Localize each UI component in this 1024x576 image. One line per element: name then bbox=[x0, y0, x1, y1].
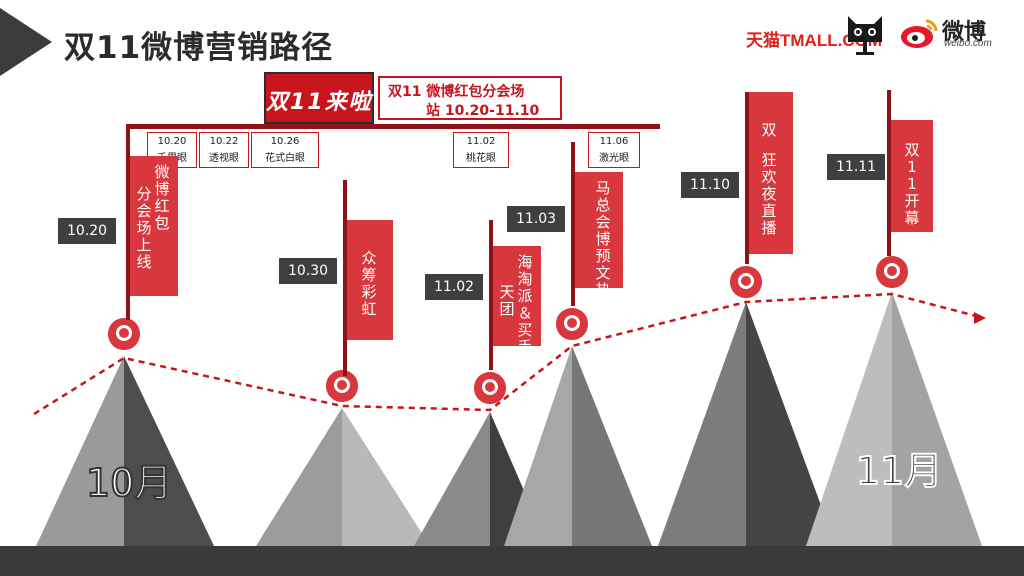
mountain-2-left bbox=[256, 408, 342, 546]
milestone-pole bbox=[126, 124, 130, 320]
sub-event-box: 10.26 花式白眼 bbox=[251, 132, 319, 168]
milestone-date-tag: 10.30 bbox=[279, 258, 338, 284]
trend-arrowhead bbox=[974, 312, 986, 324]
weibo-eye-icon bbox=[901, 19, 938, 48]
banner-line-1: 双11 微博红包分会场 bbox=[388, 84, 525, 100]
banner-line-2: 站 10.20-11.10 bbox=[426, 103, 540, 119]
flag-text-col2: 分会场上线 bbox=[136, 185, 152, 271]
sub-event-date: 11.06 bbox=[599, 136, 629, 147]
location-pin-icon bbox=[326, 370, 358, 402]
mountain-2-right bbox=[342, 408, 430, 546]
milestone-pole bbox=[571, 142, 575, 306]
milestone-pole bbox=[489, 220, 493, 370]
title-arrow-icon bbox=[0, 8, 52, 76]
sub-event-name: 透视眼 bbox=[209, 153, 239, 164]
milestone-date-tag: 11.02 bbox=[425, 274, 484, 300]
flag-text-col2: 天团 bbox=[499, 283, 515, 318]
mountain-1-left bbox=[36, 356, 124, 546]
sub-event-name: 激光眼 bbox=[599, 153, 629, 164]
flag-text-col1: 马总会博预文热 bbox=[595, 179, 611, 299]
milestone-date-tag: 11.03 bbox=[507, 206, 566, 232]
flag-text-col1: 海淘派＆买手 bbox=[517, 253, 533, 356]
milestone-flag: 双11开幕 bbox=[891, 120, 933, 232]
mountain-4-right bbox=[572, 346, 652, 546]
location-pin-icon bbox=[556, 308, 588, 340]
mountain-6-right bbox=[892, 292, 982, 546]
mountain-6-left bbox=[806, 292, 892, 546]
trend-path bbox=[33, 292, 977, 416]
sub-event-name: 桃花眼 bbox=[466, 153, 496, 164]
flag-text-col1: 双11开幕 bbox=[904, 141, 920, 227]
milestone-pole bbox=[343, 180, 347, 376]
milestone-flag: 马总会博预文热 bbox=[575, 172, 623, 299]
sub-event-name: 花式白眼 bbox=[265, 153, 305, 164]
sub-event-date: 10.22 bbox=[209, 136, 239, 147]
milestone-date-tag: 11.10 bbox=[681, 172, 740, 198]
sub-event-date: 10.20 bbox=[157, 136, 187, 147]
double11-badge: 双11来啦 bbox=[264, 72, 374, 124]
flag-text-col2: 狂欢夜直播 bbox=[761, 151, 777, 237]
mountain-1-right bbox=[124, 356, 214, 546]
milestone-date-tag: 10.20 bbox=[58, 218, 117, 244]
milestone-flag: 双 狂欢夜直播 bbox=[749, 92, 793, 254]
location-pin-icon bbox=[108, 318, 140, 350]
weibo-logo-text: 微博 bbox=[942, 20, 987, 45]
milestone-date-tag: 11.11 bbox=[827, 154, 886, 180]
flag-text-col1: 微博红包 bbox=[154, 163, 170, 232]
location-pin-icon bbox=[730, 266, 762, 298]
badge-text: 双11来啦 bbox=[266, 90, 373, 115]
milestone-flag: 众筹彩虹 bbox=[347, 220, 393, 340]
mountain-5-left bbox=[658, 302, 746, 546]
milestone-flag: 微博红包 分会场上线 bbox=[130, 156, 178, 296]
sub-event-date: 11.02 bbox=[466, 136, 496, 147]
milestone-pole bbox=[745, 92, 749, 264]
location-pin-icon bbox=[474, 372, 506, 404]
month-label-start: 10月 bbox=[85, 460, 173, 506]
tmall-logo: 天猫TMALL.COM bbox=[746, 31, 882, 50]
mountain-5-right bbox=[746, 302, 836, 546]
timeline-bar bbox=[128, 124, 660, 129]
milestone-pole bbox=[887, 90, 891, 256]
milestone-flag: 海淘派＆买手 天团 bbox=[493, 246, 541, 356]
sub-event-box: 11.06 激光眼 bbox=[588, 132, 640, 168]
sub-event-box: 11.02 桃花眼 bbox=[453, 132, 509, 168]
weibo-url: weibo.com bbox=[944, 38, 992, 49]
mountain-4-left bbox=[504, 346, 572, 546]
location-pin-icon bbox=[876, 256, 908, 288]
mountain-3-left bbox=[414, 412, 490, 546]
sub-event-box: 10.22 透视眼 bbox=[199, 132, 249, 168]
flag-text-col1: 双 bbox=[761, 121, 777, 139]
red-packet-banner: 双11 微博红包分会场 站 10.20-11.10 bbox=[378, 76, 562, 120]
tmall-cat-icon bbox=[848, 16, 882, 55]
flag-text-col1: 众筹彩虹 bbox=[361, 249, 377, 318]
month-label-end: 11月 bbox=[855, 448, 943, 494]
page-title: 双11微博营销路径 bbox=[64, 30, 334, 66]
ground-strip bbox=[0, 546, 1024, 576]
sub-event-date: 10.26 bbox=[270, 136, 300, 147]
